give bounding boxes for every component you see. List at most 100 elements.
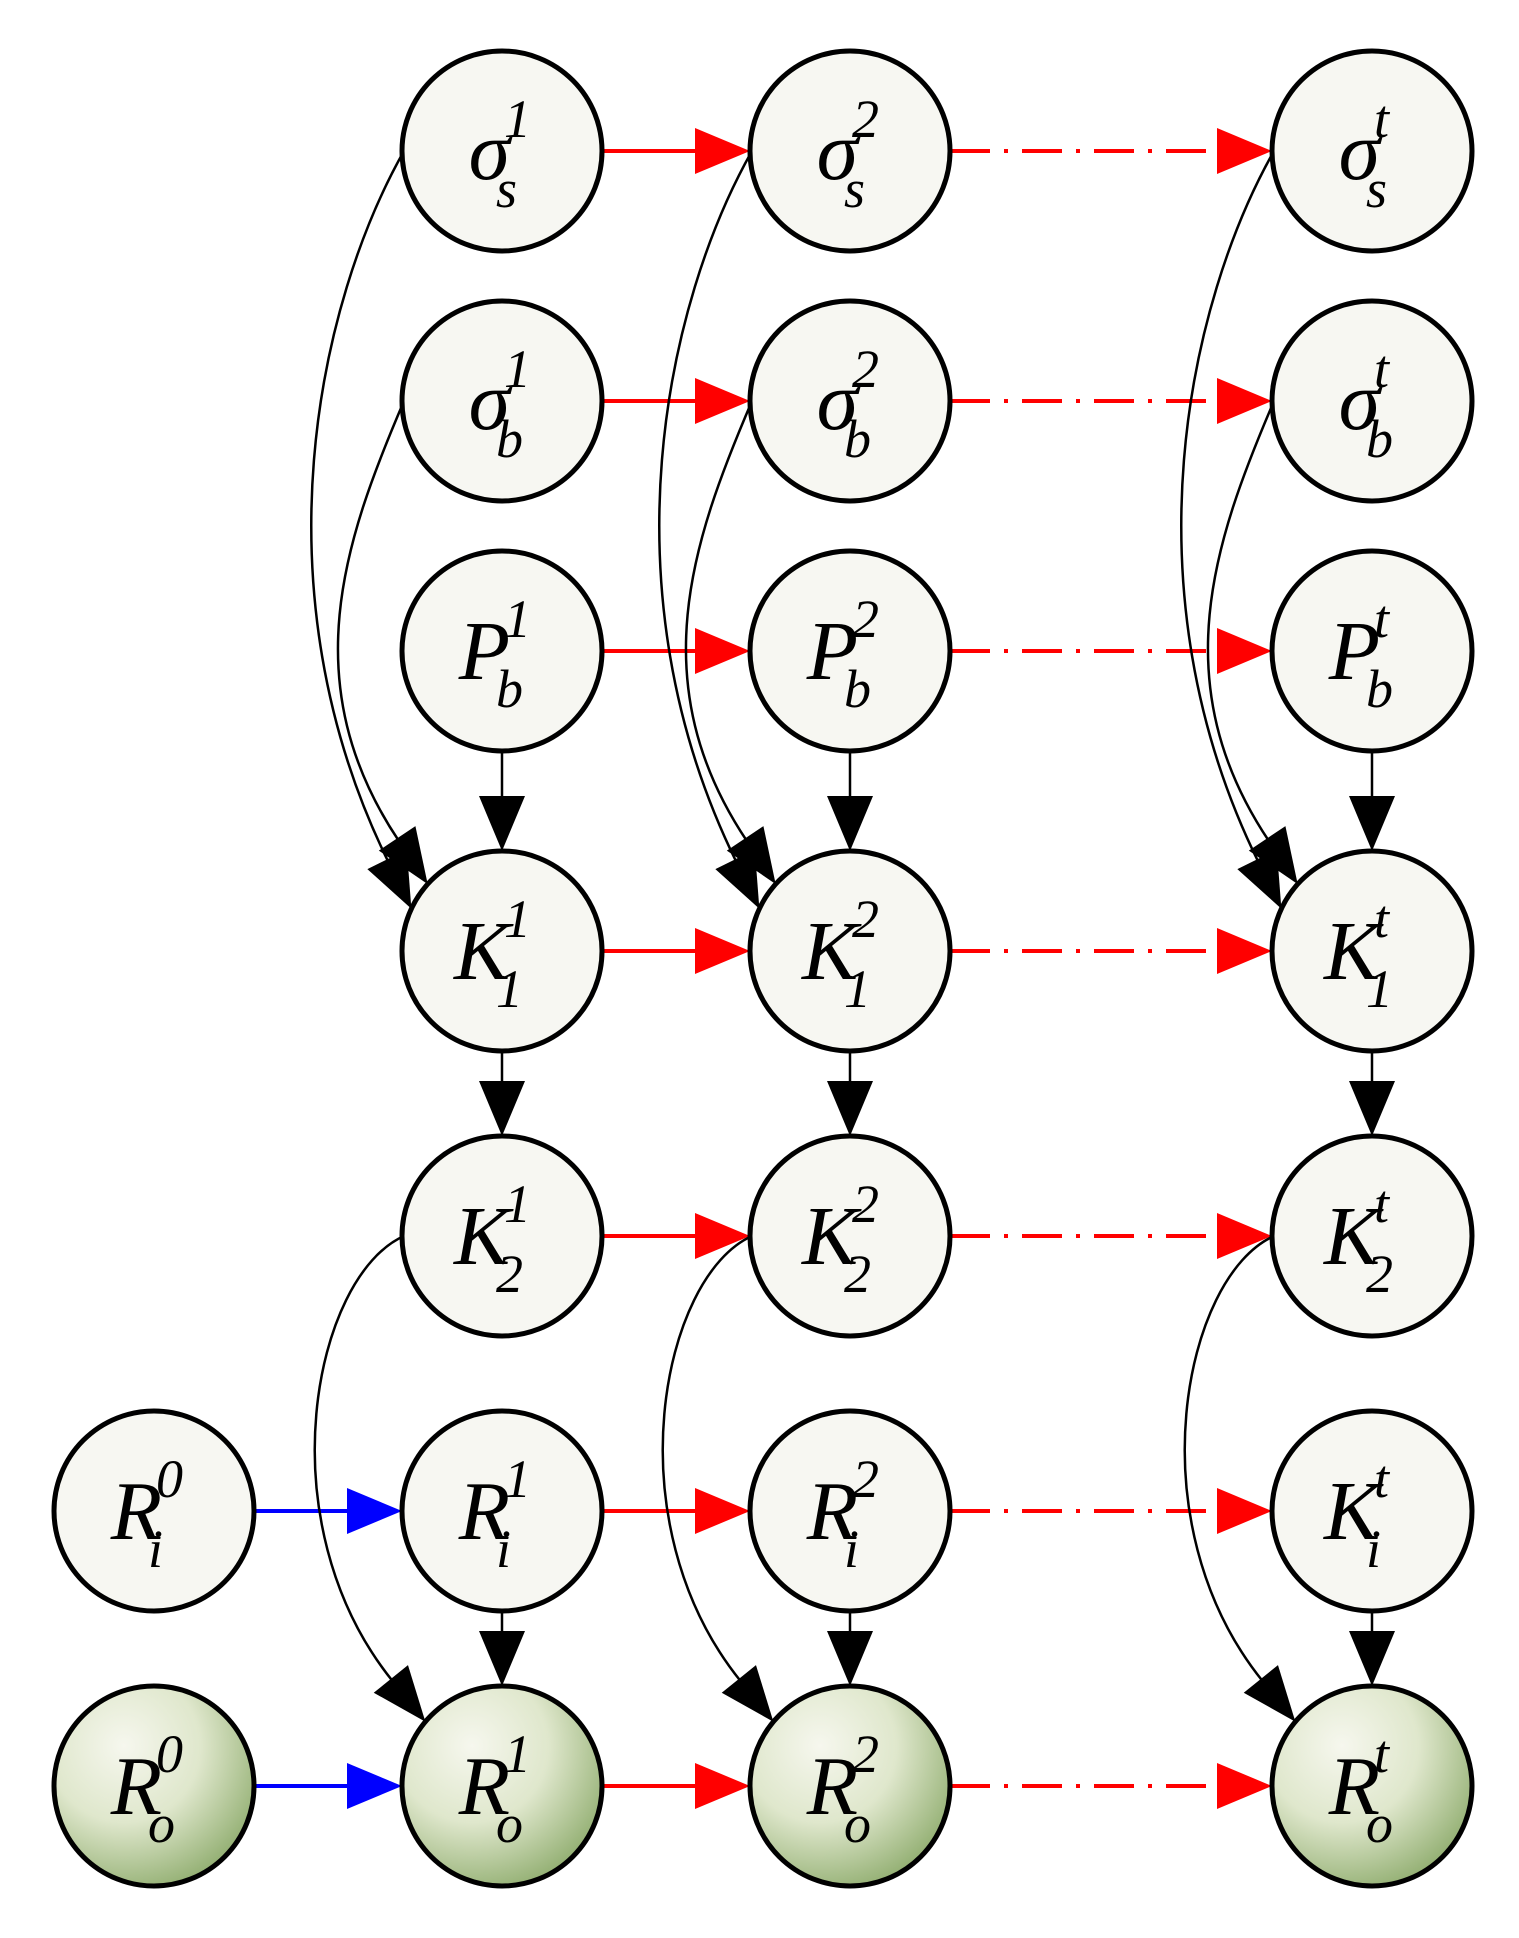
node-subscript: s [496,159,517,219]
node-symbol: σ [1339,355,1384,448]
node-sbt: σtb [1269,298,1475,504]
arrow-head [479,1631,525,1686]
node-symbol: R [458,1465,510,1558]
node-superscript: 2 [852,1724,879,1784]
node-subscript: s [844,159,865,219]
node-subscript: b [1366,409,1393,469]
edge-k12-to-k1t [950,928,1272,974]
node-pb1: P1 b [399,548,605,754]
node-subscript: o [148,1794,175,1854]
node-superscript: t [1374,889,1391,949]
node-superscript: 1 [504,589,531,649]
node-kit: Kti [1269,1408,1475,1614]
node-subscript: b [496,409,523,469]
node-superscript: 1 [504,1449,531,1509]
node-subscript: b [496,659,523,719]
edge-pb2-to-k12 [827,751,873,851]
node-subscript: b [844,659,871,719]
edge-k22-to-ro2 [661,1234,774,1722]
arrow-head [1217,1763,1272,1809]
arrow-head [695,928,750,974]
node-sb1: σ1b [399,298,605,504]
node-symbol: σ [469,105,514,198]
node-rot: Rto [1269,1683,1475,1889]
latent-node-circle [747,298,953,504]
arrow-head [1349,1081,1395,1136]
latent-node-circle [399,548,605,754]
arrow-head [1217,628,1272,674]
node-symbol: K [801,1190,862,1283]
node-subscript: i [1366,1519,1381,1579]
node-ro1: R1o [399,1683,605,1889]
node-k1t: Kt1 [1269,848,1475,1054]
latent-node-circle [399,1408,605,1614]
node-ro2: R2o [747,1683,953,1889]
edge-ss2-to-k12 [658,150,760,909]
edge-pb2-to-pbt [950,628,1272,674]
node-subscript: i [496,1519,511,1579]
edge-ss1-to-ss2 [602,128,750,174]
latent-node-circle [399,298,605,504]
edge-ri1-to-ro1 [479,1611,525,1686]
node-subscript: s [1366,159,1387,219]
arrow-head [695,628,750,674]
latent-node-circle [399,48,605,254]
node-superscript: 1 [504,889,531,949]
node-subscript: i [844,1519,859,1579]
edge-line [661,1234,753,1683]
node-superscript: t [1374,1724,1391,1784]
edge-ss2-to-sst [950,128,1272,174]
edge-ro1-to-ro2 [602,1763,750,1809]
node-superscript: t [1374,1449,1391,1509]
node-superscript: 0 [156,1724,183,1784]
node-k2t: Kt2 [1269,1133,1475,1339]
edge-k22-to-k2t [950,1213,1272,1259]
node-symbol: R [458,1740,510,1833]
node-superscript: t [1374,1174,1391,1234]
node-symbol: K [801,905,862,998]
edge-pb1-to-pb2 [602,628,750,674]
node-ro0: R0o [51,1683,257,1889]
arrow-head [1217,1488,1272,1534]
node-symbol: R [1328,1740,1380,1833]
node-sst: σts [1269,48,1475,254]
node-symbol: K [453,905,514,998]
node-symbol: P [458,605,510,698]
edge-line [1183,1234,1275,1683]
arrow-head [1248,826,1298,885]
edge-ro0-to-ro1 [254,1763,402,1809]
edge-line [684,400,754,842]
arrow-head [1217,128,1272,174]
node-superscript: 2 [852,589,879,649]
node-ri0: R0i [51,1408,257,1614]
arrow-head [827,1631,873,1686]
edge-pb1-to-k11 [479,751,525,851]
arrow-head [827,1081,873,1136]
node-ri1: R1 i [399,1408,605,1614]
latent-node-circle [1269,548,1475,754]
node-superscript: 2 [852,339,879,399]
arrow-head [373,1665,426,1722]
node-subscript: b [1366,659,1393,719]
observed-node-circle [51,1683,257,1889]
node-ss1: σ1s [399,48,605,254]
observed-node-circle [1269,1683,1475,1889]
node-subscript: b [844,409,871,469]
node-symbol: σ [469,355,514,448]
latent-node-circle [1269,1133,1475,1339]
observed-node-circle [399,1683,605,1889]
node-superscript: t [1374,89,1391,149]
edge-ro2-to-rot [950,1763,1272,1809]
node-subscript: 2 [496,1244,523,1304]
edge-line [336,400,406,842]
edge-ri2-to-kit [950,1488,1272,1534]
arrow-head [695,1488,750,1534]
arrow-head [695,1763,750,1809]
latent-node-circle [1269,298,1475,504]
node-symbol: K [1323,1465,1384,1558]
node-sb2: σ2b [747,298,953,504]
arrow-head [726,826,776,885]
edge-ss1-to-k11 [310,150,412,909]
node-symbol: P [1328,605,1380,698]
